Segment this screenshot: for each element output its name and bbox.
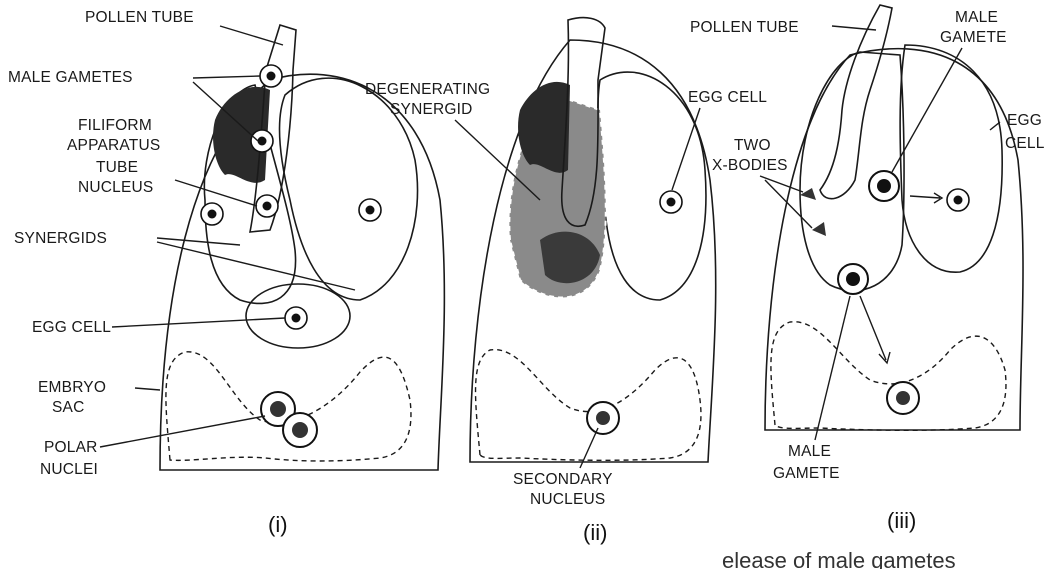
male-gamete-upper [869, 171, 899, 201]
male-gamete-2 [251, 130, 273, 152]
egg-cell-iii [900, 45, 1002, 272]
label-pollen-tube: POLLEN TUBE [85, 9, 194, 26]
label-filiform-2: APPARATUS [67, 137, 160, 154]
egg-nucleus [285, 307, 307, 329]
male-gamete-lower [838, 264, 868, 294]
panel-ii: DEGENERATING SYNERGID EGG CELL SECONDARY… [365, 18, 767, 545]
label-secondary-2: NUCLEUS [530, 491, 605, 508]
caption-ii: (ii) [583, 520, 607, 545]
label-degenerating-1: DEGENERATING [365, 81, 490, 98]
arrow-to-central [860, 296, 890, 363]
synergid-nucleus-left [201, 203, 223, 225]
arrow-to-egg [910, 193, 942, 203]
x-body-2 [812, 222, 826, 236]
secondary-nucleus [587, 402, 619, 434]
label-embryo-2: SAC [52, 399, 84, 416]
label-egg-1-iii: EGG [1007, 112, 1042, 129]
label-embryo-1: EMBRYO [38, 379, 106, 396]
footer-caption: elease of male gametes [722, 548, 956, 569]
pollen-tube-iii [820, 5, 892, 199]
label-synergids: SYNERGIDS [14, 230, 107, 247]
label-degenerating-2: SYNERGID [390, 101, 473, 118]
synergid-nucleus-right [359, 199, 381, 221]
label-male-gametes: MALE GAMETES [8, 69, 133, 86]
egg-nucleus-iii [947, 189, 969, 211]
x-body-1 [800, 188, 816, 200]
label-polar-2: NUCLEI [40, 461, 98, 478]
label-egg-cell: EGG CELL [32, 319, 111, 336]
secondary-nucleus-iii [887, 382, 919, 414]
label-tube-2: NUCLEUS [78, 179, 153, 196]
panel-iii: POLLEN TUBE MALE GAMETE EGG CELL TWO X-B… [690, 5, 1045, 533]
tube-nucleus [256, 195, 278, 217]
label-egg-2-iii: CELL [1005, 135, 1045, 152]
label-egg-cell-ii: EGG CELL [688, 89, 767, 106]
label-male-b2: GAMETE [773, 465, 840, 482]
caption-i: (i) [268, 512, 288, 537]
egg-cell-ii [598, 72, 706, 300]
label-two: TWO [734, 137, 771, 154]
label-polar-1: POLAR [44, 439, 98, 456]
central-cell-boundary-ii [476, 350, 701, 461]
label-filiform-1: FILIFORM [78, 117, 152, 134]
central-cell-boundary-iii [771, 322, 1006, 431]
filiform-dark-ii [518, 82, 570, 173]
embryo-sac-outline [160, 74, 444, 470]
embryo-sac-outline-3 [765, 49, 1023, 430]
caption-iii: (iii) [887, 508, 916, 533]
label-xbodies: X-BODIES [712, 157, 788, 174]
label-secondary-1: SECONDARY [513, 471, 613, 488]
male-gamete-1 [260, 65, 282, 87]
label-male-b1: MALE [788, 443, 831, 460]
polar-nucleus-2 [283, 413, 317, 447]
label-tube-1: TUBE [96, 159, 138, 176]
label-male-2-iii: GAMETE [940, 29, 1007, 46]
label-male-1-iii: MALE [955, 9, 998, 26]
label-pollen-tube-iii: POLLEN TUBE [690, 19, 799, 36]
egg-nucleus-ii [660, 191, 682, 213]
